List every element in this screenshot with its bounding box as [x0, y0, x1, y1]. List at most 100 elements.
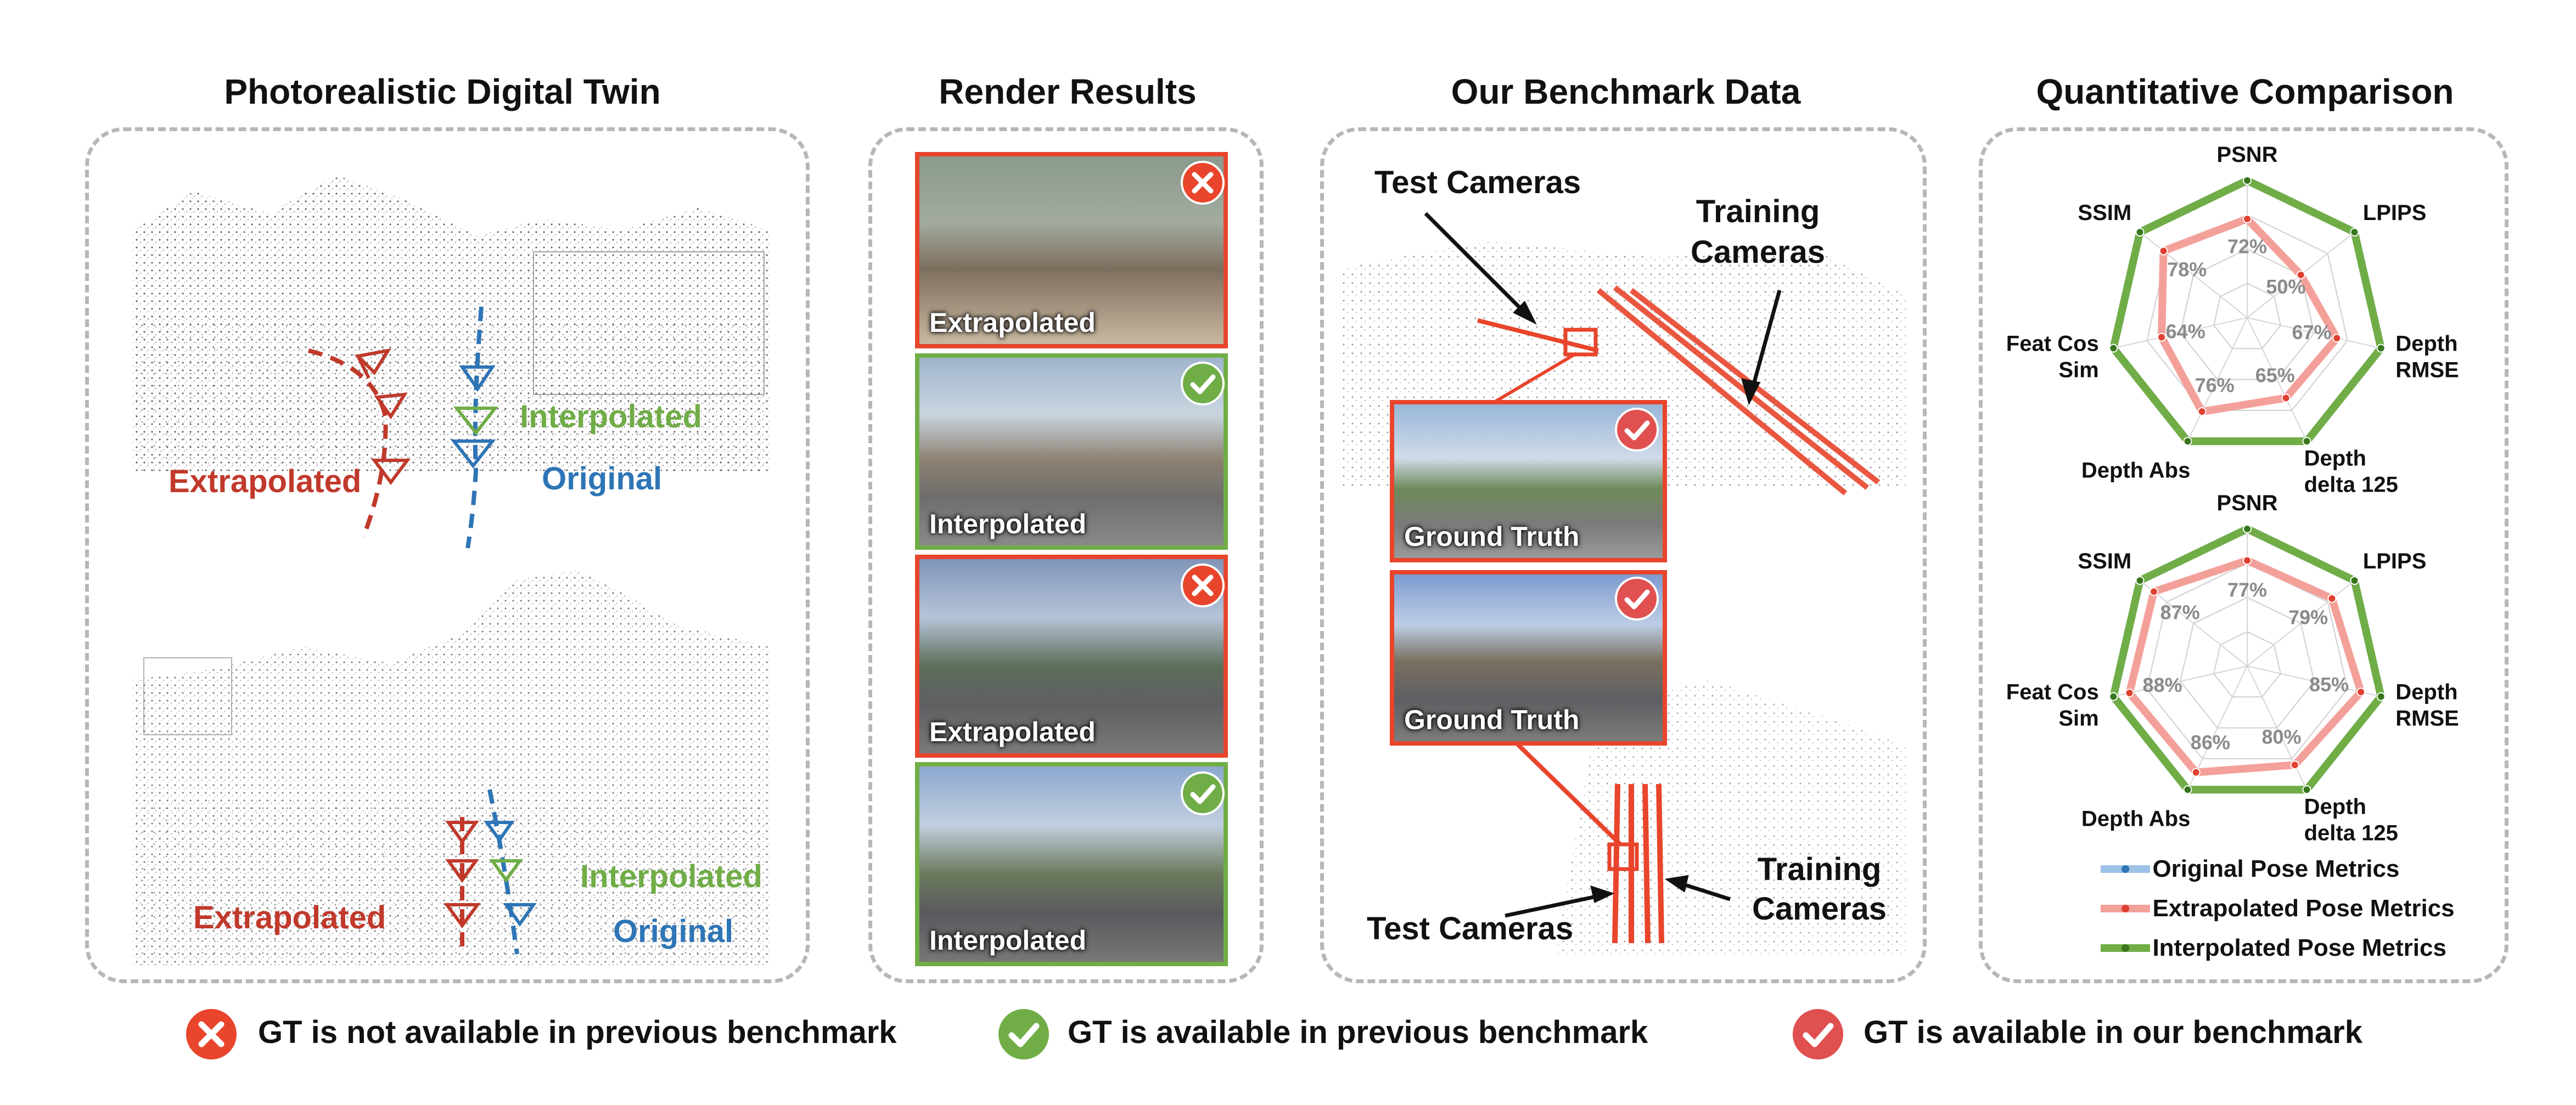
legend-original-label: Original Pose Metrics	[2152, 855, 2400, 882]
render-thumb-4: Interpolated	[915, 762, 1228, 966]
radar-point	[2197, 407, 2207, 416]
check-icon	[1181, 362, 1225, 405]
radar-point	[2290, 760, 2299, 770]
twin-trajectories	[308, 306, 537, 955]
ground-truth-thumb-2: Ground Truth	[1390, 570, 1667, 746]
radar-point	[2350, 576, 2359, 585]
radar-point	[2243, 525, 2252, 533]
radar-point	[2159, 246, 2168, 256]
x-icon	[1181, 563, 1225, 607]
radar-spoke	[2187, 317, 2248, 442]
radar-series-extrapolated	[2125, 556, 2365, 776]
radar-grid-ring	[2146, 562, 2348, 759]
radar-point	[2296, 270, 2305, 280]
radar-point	[2281, 393, 2291, 403]
radar-grid-ring	[2213, 631, 2282, 698]
twin-bottom-interpolated-label: Interpolated	[580, 859, 762, 894]
radar-point	[2183, 785, 2192, 794]
quant-title: Quantitative Comparison	[2036, 72, 2454, 111]
radar-point	[2191, 768, 2201, 777]
radar-spoke	[2247, 666, 2308, 790]
ground-truth-thumb-1: Ground Truth	[1390, 400, 1667, 562]
render-thumb-3: Extrapolated	[915, 555, 1228, 758]
radar-value-label: 72%	[2227, 235, 2267, 257]
twin-panel: Extrapolated Interpolated Original Extra…	[85, 127, 810, 983]
legend-interpolated-label: Interpolated Pose Metrics	[2152, 934, 2446, 961]
radar-series-extrapolated	[2158, 215, 2341, 416]
radar-value-label: 87%	[2160, 601, 2200, 623]
radar-value-label: 86%	[2191, 731, 2230, 753]
radar-point	[2376, 692, 2386, 701]
radar-spoke	[2247, 580, 2355, 667]
radar-point	[2109, 692, 2118, 701]
radar-spoke	[2139, 232, 2248, 318]
radar-point	[2243, 215, 2252, 223]
radar-axis-label: LPIPS	[2363, 201, 2427, 225]
render-caption-4: Interpolated	[929, 925, 1087, 956]
radar-point	[2302, 785, 2311, 794]
radar-point	[2125, 688, 2134, 697]
radar-value-label: 50%	[2266, 275, 2305, 298]
radar-point	[2109, 343, 2118, 353]
radar-spoke	[2113, 666, 2248, 697]
twin-point-cloud	[133, 175, 770, 965]
benchmark-panel: Test Cameras Training Cameras Ground Tru…	[1320, 127, 1927, 983]
check-icon	[1181, 771, 1225, 815]
radar-point	[2243, 176, 2252, 185]
render-panel: Extrapolated Interpolated Extrapolated I…	[868, 127, 1264, 983]
twin-title: Photorealistic Digital Twin	[224, 72, 661, 111]
radar-value-label: 80%	[2261, 726, 2301, 748]
radar-value-label: 76%	[2195, 374, 2235, 396]
radar-point	[2149, 587, 2158, 596]
legend-interpolated: Interpolated Pose Metrics	[2098, 934, 2446, 962]
radar-series-interpolated	[2109, 177, 2385, 446]
radar-value-label: 67%	[2292, 321, 2332, 343]
radar-series-interpolated	[2109, 525, 2385, 794]
radar-value-label: 77%	[2227, 578, 2267, 601]
radar-value-label: 65%	[2255, 364, 2295, 386]
radar-axis-label: PSNR	[2216, 143, 2277, 167]
test-cameras-top-label: Test Cameras	[1374, 165, 1581, 200]
radar-value-label: 88%	[2143, 674, 2182, 696]
radar-axis-label: PSNR	[2216, 491, 2277, 515]
ground-truth-caption-2: Ground Truth	[1404, 704, 1580, 735]
render-thumb-1: Extrapolated	[915, 152, 1228, 348]
radar-value-label: 78%	[2167, 258, 2207, 280]
radar-value-label: 85%	[2309, 673, 2349, 696]
render-caption-3: Extrapolated	[929, 717, 1096, 747]
benchmark-title: Our Benchmark Data	[1451, 72, 1801, 111]
radar-axis-label: Depth Abs	[2081, 807, 2191, 831]
radar-point	[2302, 437, 2311, 446]
legend-not-available-text: GT is not available in previous benchmar…	[258, 1014, 897, 1050]
radar-point	[2157, 332, 2167, 342]
red-x-icon	[186, 1009, 237, 1059]
red-check-icon	[1793, 1009, 1843, 1059]
radar-point	[2243, 556, 2252, 565]
radar-axis-label: SSIM	[2078, 549, 2131, 573]
radar-axis-label: Depth Abs	[2081, 458, 2191, 482]
radar-spoke	[2247, 317, 2308, 442]
radar-point	[2350, 228, 2359, 237]
render-thumb-2: Interpolated	[915, 353, 1228, 550]
radar-point	[2327, 594, 2337, 603]
radar-grid-ring	[2180, 596, 2315, 729]
red-check-icon	[1615, 408, 1659, 452]
legend-extrapolated-swatch-icon	[2098, 905, 2153, 912]
render-title: Render Results	[939, 72, 1197, 111]
radar-point	[2332, 334, 2342, 343]
twin-bottom-extrapolated-label: Extrapolated	[193, 900, 386, 935]
legend-original: Original Pose Metrics	[2098, 855, 2400, 883]
legend-extrapolated-label: Extrapolated Pose Metrics	[2152, 895, 2455, 922]
radar-spoke	[2247, 317, 2381, 349]
legend-extrapolated: Extrapolated Pose Metrics	[2098, 895, 2455, 922]
radar-axis-label: LPIPS	[2363, 549, 2427, 573]
x-icon	[1181, 161, 1225, 205]
